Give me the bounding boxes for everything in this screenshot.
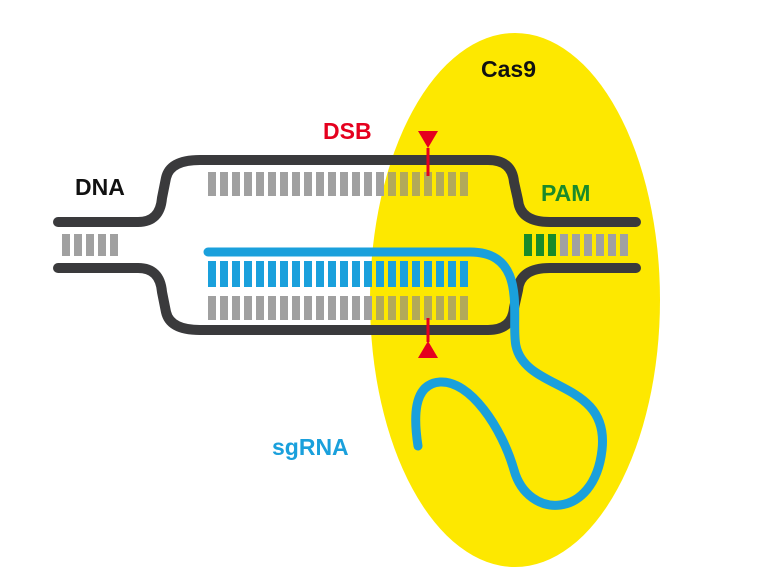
base-pair [448,261,456,287]
base-pair [304,261,312,287]
base-pair [340,261,348,287]
base-pair [244,261,252,287]
base-pair [208,296,216,320]
base-pair [292,296,300,320]
base-pair [364,172,372,196]
base-pair [268,172,276,196]
dna-top-strand [53,155,641,227]
base-pair [584,234,592,256]
base-pair [424,261,432,287]
base-pair [110,234,118,256]
dsb-top-marker [418,131,438,148]
base-pair [388,296,396,320]
dsb-bottom-marker [418,341,438,358]
base-pair [436,296,444,320]
base-pair [256,296,264,320]
base-pair [268,261,276,287]
base-pair [316,296,324,320]
base-pair [232,172,240,196]
non-target-strand-bases [208,172,468,196]
base-pair [316,172,324,196]
sgrna-spacer-bases [208,261,468,287]
base-pair [596,234,604,256]
dsb-label: DSB [323,118,372,144]
base-pair [620,234,628,256]
dna-bottom-strand [53,263,641,335]
dna-label: DNA [75,174,125,200]
base-pair [560,234,568,256]
base-pair [208,261,216,287]
base-pair [572,234,580,256]
base-pair [292,261,300,287]
sgrna-label: sgRNA [272,434,349,460]
base-pair [74,234,82,256]
base-pair [304,172,312,196]
base-pair [352,296,360,320]
base-pair [608,234,616,256]
base-pair [304,296,312,320]
base-pair [220,296,228,320]
base-pair [388,172,396,196]
base-pair [232,261,240,287]
base-pair [244,172,252,196]
base-pair [256,172,264,196]
base-pair [460,261,468,287]
base-pair [364,296,372,320]
base-pair [244,296,252,320]
base-pair [280,261,288,287]
base-pair [280,296,288,320]
base-pair [340,172,348,196]
base-pair [62,234,70,256]
base-pair [292,172,300,196]
dna-right-base-pairs [524,234,628,256]
base-pair [412,172,420,196]
base-pair [316,261,324,287]
base-pair [424,172,432,196]
target-strand-bases [208,296,468,320]
base-pair [364,261,372,287]
base-pair [412,261,420,287]
base-pair [436,261,444,287]
base-pair [208,172,216,196]
base-pair [328,261,336,287]
base-pair [412,296,420,320]
base-pair [280,172,288,196]
base-pair [352,172,360,196]
base-pair [460,296,468,320]
base-pair [388,261,396,287]
sgrna-strand [203,247,607,510]
base-pair [376,296,384,320]
cas9-label: Cas9 [481,56,536,82]
base-pair [98,234,106,256]
base-pair [448,172,456,196]
base-pair [400,261,408,287]
base-pair [448,296,456,320]
dna-left-base-pairs [62,234,118,256]
base-pair [220,261,228,287]
base-pair [524,234,532,256]
base-pair [352,261,360,287]
base-pair [460,172,468,196]
base-pair [436,172,444,196]
base-pair [328,296,336,320]
base-pair [536,234,544,256]
base-pair [400,172,408,196]
base-pair [424,296,432,320]
base-pair [376,261,384,287]
base-pair [232,296,240,320]
pam-label: PAM [541,180,591,206]
base-pair [86,234,94,256]
base-pair [220,172,228,196]
base-pair [400,296,408,320]
base-pair [328,172,336,196]
base-pair [256,261,264,287]
base-pair [340,296,348,320]
base-pair [548,234,556,256]
base-pair [376,172,384,196]
base-pair [268,296,276,320]
